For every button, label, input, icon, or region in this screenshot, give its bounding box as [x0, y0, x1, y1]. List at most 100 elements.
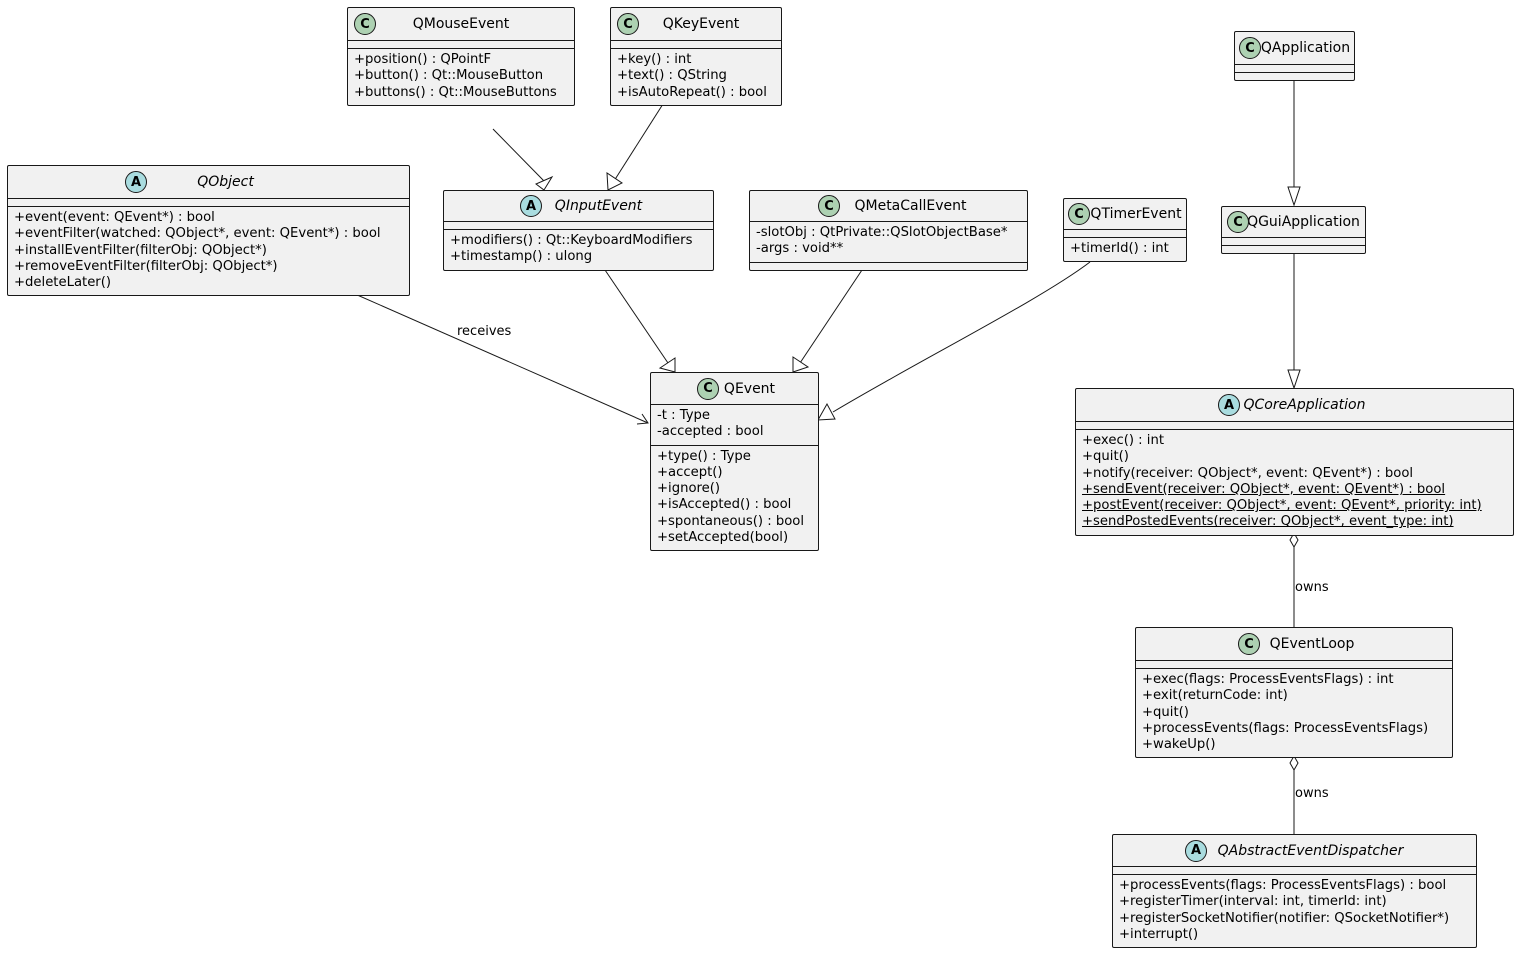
inheritance-arrowhead [535, 175, 554, 191]
class-method: +wakeUp() [1142, 737, 1216, 753]
class-name: QTimerEvent [1090, 206, 1182, 222]
class-method: +installEventFilter(filterObj: QObject*) [14, 242, 267, 258]
static-method: +postEvent(receiver: QObject*, event: QE… [1082, 498, 1482, 514]
instance-methods: +exec() : int+quit()+notify(receiver: QO… [1082, 433, 1507, 482]
class-badge-icon: C [1239, 37, 1261, 59]
edge-qmetacallevent-qevent [799, 269, 863, 364]
inheritance-arrowhead [1287, 369, 1301, 390]
class-method: +setAccepted(bool) [657, 530, 789, 546]
class-method: +key() : int [617, 52, 692, 67]
aggregation-diamond [1289, 754, 1299, 772]
fields-section [1113, 867, 1476, 875]
class-name: QCoreApplication [1243, 397, 1366, 413]
class-method: +timestamp() : ulong [450, 249, 593, 265]
class-name: QMetaCallEvent [854, 198, 967, 214]
class-name: QInputEvent [554, 198, 643, 214]
class-name: QApplication [1260, 40, 1351, 56]
class-qobject[interactable]: A QObject +event(event: QEvent*) : bool+… [7, 165, 410, 297]
label-receives: receives [457, 324, 512, 339]
class-qinputevent[interactable]: A QInputEvent +modifiers() : Qt::Keyboar… [443, 190, 714, 271]
fields-section [1064, 230, 1186, 238]
class-name: QKeyEvent [662, 16, 740, 32]
fields-section [444, 222, 713, 230]
edge-qmouseevent-qinputevent [492, 128, 545, 182]
class-method: +eventFilter(watched: QObject*, event: Q… [14, 226, 381, 242]
class-method: +buttons() : Qt::MouseButtons [354, 84, 557, 100]
class-method: +exec(flags: ProcessEventsFlags) : int [1142, 672, 1394, 687]
abstract-badge-icon: A [520, 195, 542, 217]
methods-section: +type() : Type+accept()+ignore()+isAccep… [651, 446, 818, 551]
class-method: +isAccepted() : bool [657, 497, 792, 513]
fields-section [1222, 238, 1365, 246]
class-field: -args : void** [756, 241, 844, 257]
inheritance-arrowhead [817, 402, 836, 421]
label-owns-eventloop: owns [1295, 580, 1329, 595]
edge-qtimerevent-qevent [832, 261, 1091, 413]
class-method: +quit() [1082, 449, 1129, 465]
class-name: QGuiApplication [1247, 214, 1360, 230]
fields-section [1076, 422, 1513, 430]
class-qevent[interactable]: C QEvent -t : Type-accepted : bool +type… [650, 372, 819, 552]
class-method: +interrupt() [1119, 926, 1199, 942]
edge-qobject-qevent [354, 293, 649, 424]
class-method: +registerTimer(interval: int, timerId: i… [1119, 894, 1387, 910]
class-qeventloop[interactable]: C QEventLoop +exec(flags: ProcessEventsF… [1135, 627, 1453, 759]
fields-section [1235, 65, 1354, 73]
class-qcoreapplication[interactable]: A QCoreApplication +exec() : int+quit()+… [1075, 388, 1514, 536]
class-method: +processEvents(flags: ProcessEventsFlags… [1142, 720, 1429, 736]
class-method: +position() : QPointF [354, 52, 492, 67]
fields-section [611, 41, 781, 49]
class-qabstracteventdispatcher[interactable]: A QAbstractEventDispatcher +processEvent… [1112, 834, 1477, 949]
class-field: -accepted : bool [657, 424, 764, 440]
class-name: QMouseEvent [412, 16, 510, 32]
fields-section [1136, 661, 1452, 669]
class-qguiapplication[interactable]: C QGuiApplication [1221, 206, 1366, 254]
class-name: QEventLoop [1269, 636, 1355, 652]
class-badge-icon: C [1238, 633, 1260, 655]
inheritance-arrowhead [658, 357, 676, 373]
class-qkeyevent[interactable]: C QKeyEvent +key() : int+text() : QStrin… [610, 7, 782, 106]
fields-section [348, 41, 574, 49]
edge-qkeyevent-qinputevent [613, 103, 664, 182]
edge-qinputevent-qevent [604, 269, 669, 364]
methods-section: +timerId() : int [1064, 238, 1186, 261]
methods-section: +modifiers() : Qt::KeyboardModifiers+tim… [444, 230, 713, 270]
abstract-badge-icon: A [125, 171, 147, 193]
association-arrowhead [636, 413, 649, 425]
label-owns-dispatcher: owns [1295, 786, 1329, 801]
class-method: +quit() [1142, 704, 1189, 720]
methods-section [750, 263, 1027, 270]
class-method: +exec() : int [1082, 433, 1165, 448]
class-method: +modifiers() : Qt::KeyboardModifiers [450, 233, 693, 248]
methods-section: +exec(flags: ProcessEventsFlags) : int+e… [1136, 669, 1452, 757]
class-method: +notify(receiver: QObject*, event: QEven… [1082, 465, 1414, 481]
methods-section: +position() : QPointF+button() : Qt::Mou… [348, 49, 574, 105]
methods-section: +event(event: QEvent*) : bool+eventFilte… [8, 207, 409, 295]
fields-section [8, 199, 409, 207]
class-method: +isAutoRepeat() : bool [617, 84, 767, 100]
static-methods: +sendEvent(receiver: QObject*, event: QE… [1082, 482, 1507, 531]
methods-section [1235, 73, 1354, 80]
class-name: QObject [197, 174, 254, 190]
class-method: +button() : Qt::MouseButton [354, 68, 544, 84]
class-qtimerevent[interactable]: C QTimerEvent +timerId() : int [1063, 198, 1187, 263]
class-method: +text() : QString [617, 68, 727, 84]
class-method: +exit(returnCode: int) [1142, 688, 1288, 704]
class-method: +spontaneous() : bool [657, 513, 805, 529]
class-qapplication[interactable]: C QApplication [1234, 31, 1355, 81]
class-badge-icon: C [697, 377, 719, 400]
class-qmetacallevent[interactable]: C QMetaCallEvent -slotObj : QtPrivate::Q… [749, 190, 1028, 271]
class-method: +deleteLater() [14, 275, 112, 291]
class-method: +timerId() : int [1070, 241, 1169, 256]
class-name: QEvent [723, 380, 776, 397]
methods-section [1222, 246, 1365, 253]
class-field: -slotObj : QtPrivate::QSlotObjectBase* [756, 225, 1008, 240]
abstract-badge-icon: A [1185, 839, 1207, 862]
class-badge-icon: C [354, 13, 376, 35]
methods-section: +processEvents(flags: ProcessEventsFlags… [1113, 875, 1476, 947]
class-qmouseevent[interactable]: C QMouseEvent +position() : QPointF+butt… [347, 7, 575, 106]
class-field: -t : Type [657, 408, 711, 423]
class-method: +removeEventFilter(filterObj: QObject*) [14, 258, 278, 274]
inheritance-arrowhead [792, 356, 810, 373]
